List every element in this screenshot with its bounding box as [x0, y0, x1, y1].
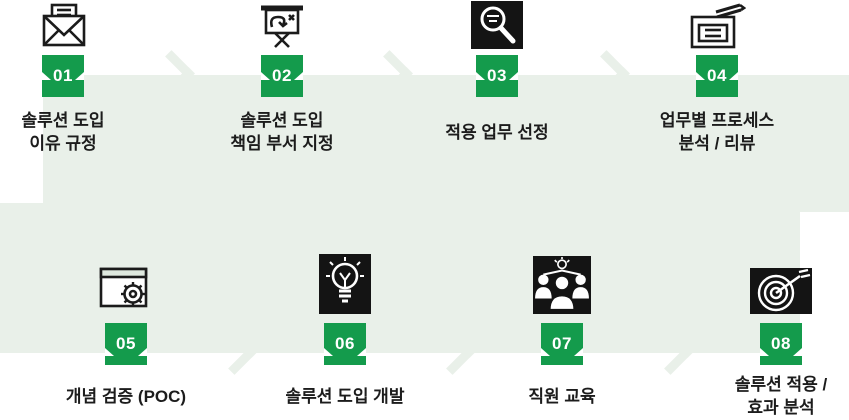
ribbon-fold: [261, 72, 270, 80]
ribbon-fold: [760, 348, 769, 356]
step-label: 솔루션 도입 이유 규정: [21, 111, 105, 153]
ribbon-fold: [324, 348, 333, 356]
ribbon-fold: [509, 72, 518, 80]
ribbon-fold: [138, 348, 147, 356]
step-number-badge: 03: [476, 55, 518, 97]
step-label: 솔루션 도입 개발: [285, 386, 405, 406]
window-gear-icon: [99, 254, 153, 314]
step-number-badge: 06: [324, 323, 366, 365]
process-step-06: 06 솔루션 도입 개발: [245, 0, 445, 420]
step-label: 개념 검증 (POC): [65, 386, 187, 406]
step-label: 직원 교육: [528, 386, 596, 406]
ribbon-fold: [476, 72, 485, 80]
process-step-04: 04 업무별 프로세스 분석 / 리뷰: [617, 0, 817, 420]
ribbon-fold: [42, 72, 51, 80]
top-row-band: [43, 75, 849, 212]
step-label: 적용 업무 선정: [445, 122, 549, 142]
document-pencil-icon: [688, 1, 746, 49]
ribbon-fold: [105, 348, 114, 356]
ribbon-fold: [294, 72, 303, 80]
magnifier-icon: [471, 1, 523, 49]
step-label: 업무별 프로세스 분석 / 리뷰: [659, 111, 775, 153]
process-step-03: 03 적용 업무 선정: [397, 0, 597, 420]
step-number: 05: [116, 334, 136, 353]
ribbon-fold: [541, 348, 550, 356]
step-number-badge: 08: [760, 323, 802, 365]
step-number: 06: [335, 334, 355, 353]
ribbon-fold: [793, 348, 802, 356]
ribbon-fold: [75, 72, 84, 80]
step-label: 솔루션 도입 책임 부서 지정: [230, 111, 334, 153]
step-number: 04: [707, 66, 727, 85]
step-number-badge: 07: [541, 323, 583, 365]
target-dart-icon: [750, 254, 812, 314]
ribbon-fold: [357, 348, 366, 356]
step-number: 07: [552, 334, 572, 353]
envelope-icon: [38, 1, 88, 49]
process-step-07: 07 직원 교육: [462, 0, 662, 420]
step-number-badge: 04: [696, 55, 738, 97]
ribbon-fold: [574, 348, 583, 356]
training-people-icon: [533, 254, 591, 314]
step-label: 솔루션 적용 / 효과 분석: [734, 375, 828, 417]
step-number: 03: [487, 66, 507, 85]
step-number-badge: 02: [261, 55, 303, 97]
step-number: 01: [53, 66, 73, 85]
step-number-badge: 01: [42, 55, 84, 97]
strategy-board-icon: [258, 1, 306, 49]
process-step-02: 02 솔루션 도입 책임 부서 지정: [182, 0, 382, 420]
step-number: 02: [272, 66, 292, 85]
step-number: 08: [771, 334, 791, 353]
ribbon-fold: [696, 72, 705, 80]
step-number-badge: 05: [105, 323, 147, 365]
process-step-05: 05 개념 검증 (POC): [26, 0, 226, 420]
process-step-01: 01 솔루션 도입 이유 규정: [0, 0, 163, 420]
ribbon-fold: [729, 72, 738, 80]
process-step-08: 08 솔루션 적용 / 효과 분석: [681, 0, 849, 420]
lightbulb-icon: [319, 254, 371, 314]
